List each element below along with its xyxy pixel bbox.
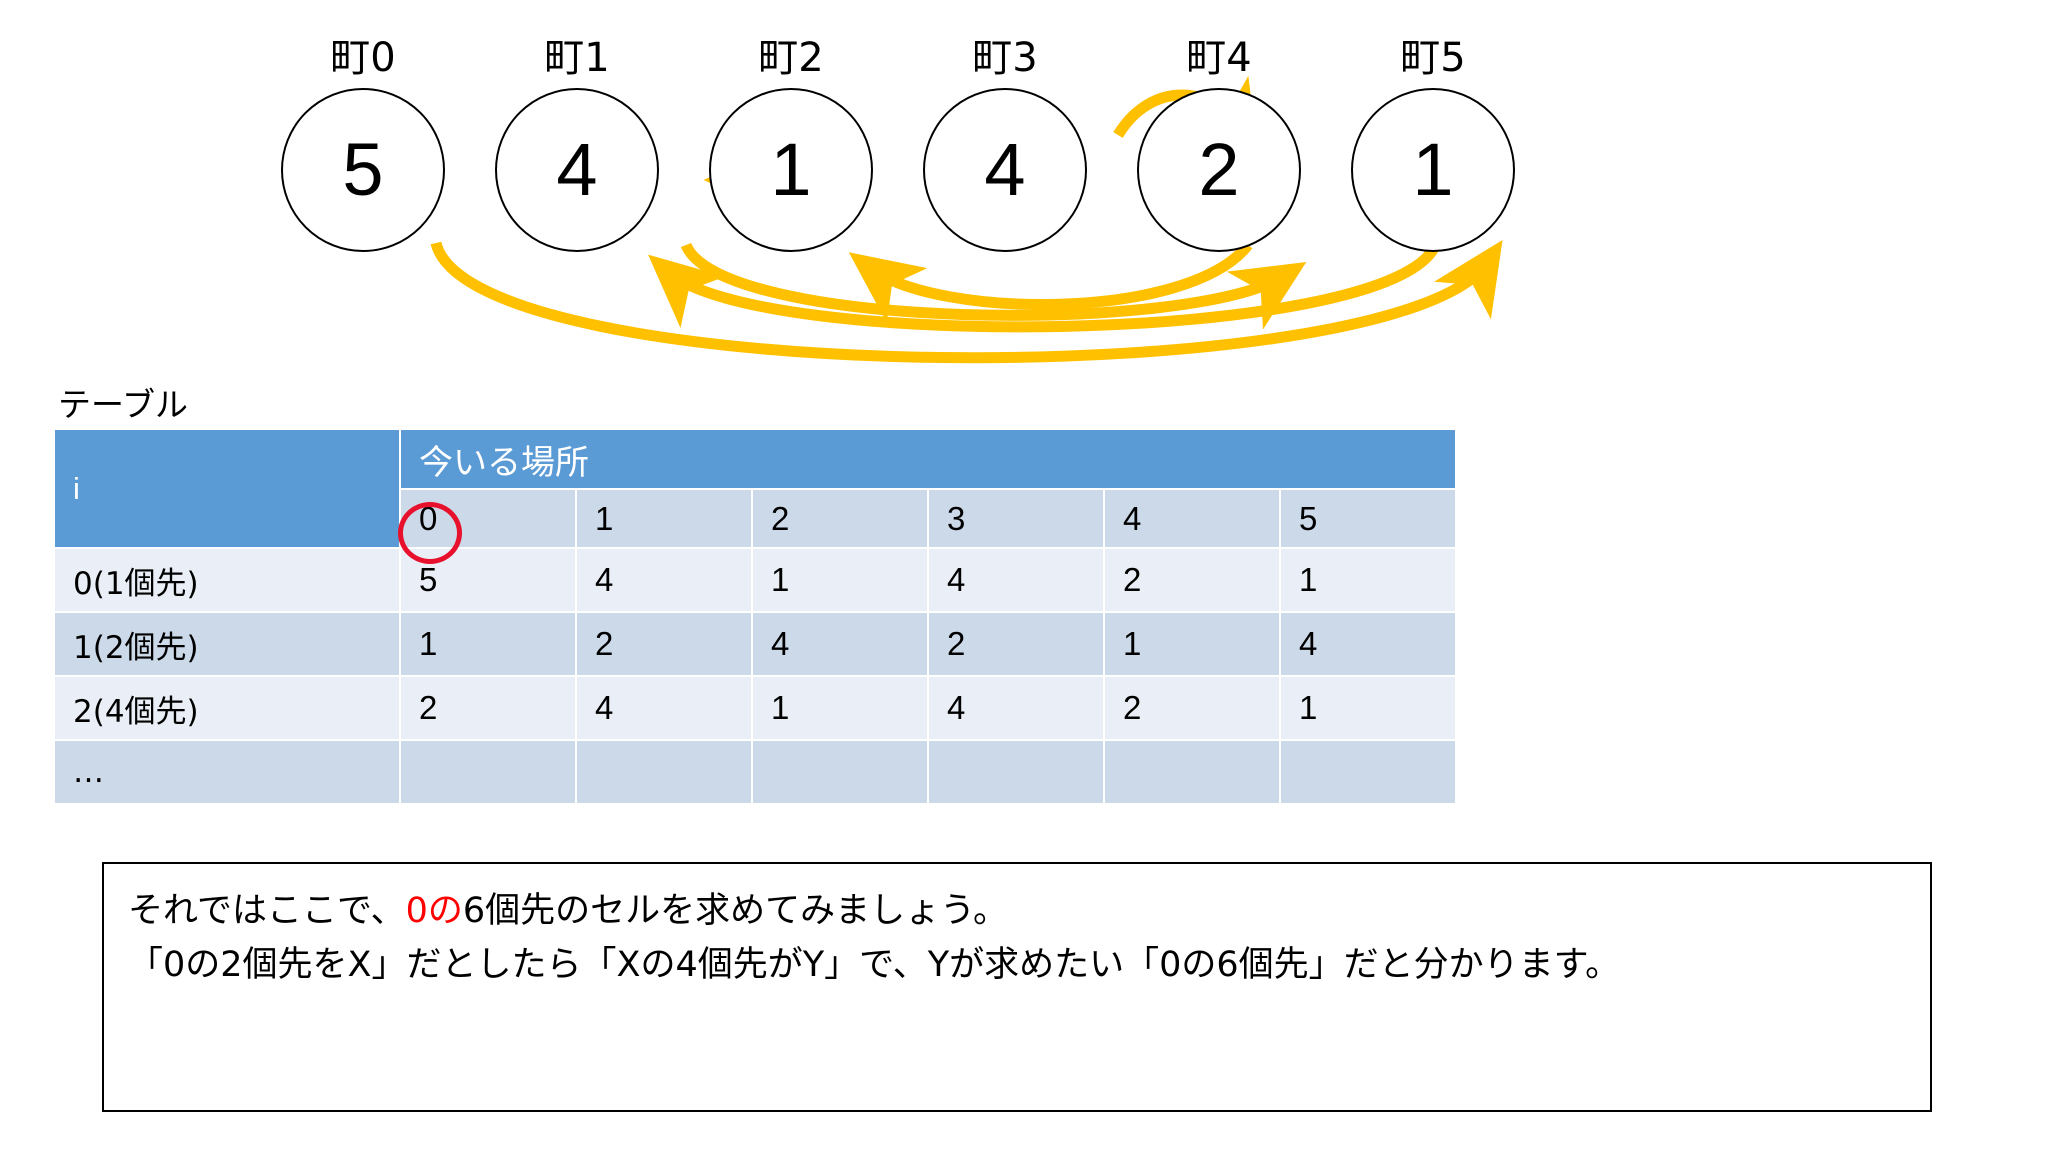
town-node-5-label: 町5 xyxy=(1400,35,1466,81)
note-line-1-post: 6個先のセルを求めてみましょう。 xyxy=(462,891,1009,931)
arrow-0-to-5 xyxy=(430,240,1503,364)
table-cell: 4 xyxy=(928,548,1105,613)
town-node-1-label: 町1 xyxy=(544,35,610,81)
table-cell: 2 xyxy=(1104,548,1281,613)
town-node-1-value: 4 xyxy=(495,88,659,252)
table-row-label: 1(2個先) xyxy=(55,612,401,677)
table-row: … xyxy=(55,740,1455,805)
note-line-1-highlight: 0の xyxy=(405,891,463,931)
table-row-label: … xyxy=(55,740,401,805)
note-line-1-pre: それではここで、 xyxy=(128,891,406,931)
town-node-2-value: 1 xyxy=(709,88,873,252)
town-node-0[interactable]: 町0 5 xyxy=(258,38,468,252)
table-col-header-2[interactable]: 2 xyxy=(752,489,929,549)
table-cell: 2 xyxy=(576,612,753,677)
table-group-header: 今いる場所 xyxy=(400,430,1455,490)
table-cell xyxy=(752,740,929,805)
note-line-2: 「0の2個先をX」だとしたら「Xの4個先がY」で、Yが求めたい「0の6個先」だと… xyxy=(128,945,1621,986)
table-cell xyxy=(928,740,1105,805)
town-node-3-label: 町3 xyxy=(972,35,1038,81)
jump-table: i 今いる場所 0 1 2 3 4 5 0(1個先) 5 4 1 4 2 1 1… xyxy=(55,430,1455,805)
table-cell: 1 xyxy=(1280,676,1455,741)
table-column-header-row: 0 1 2 3 4 5 xyxy=(55,489,1455,549)
town-jump-diagram: 町0 5 町1 4 町2 1 町3 4 町4 2 町5 1 xyxy=(0,0,2048,400)
town-node-4-value: 2 xyxy=(1137,88,1301,252)
town-node-2[interactable]: 町2 1 xyxy=(686,38,896,252)
table-corner-label: i xyxy=(55,430,401,549)
table-cell xyxy=(1104,740,1281,805)
table-cell: 1 xyxy=(752,676,929,741)
town-node-4-label: 町4 xyxy=(1186,35,1252,81)
town-node-5[interactable]: 町5 1 xyxy=(1328,38,1538,252)
table-cell: 5 xyxy=(400,548,577,613)
arrow-1-to-4 xyxy=(680,242,1307,330)
table-col-header-0[interactable]: 0 xyxy=(400,489,577,549)
table-row-label: 0(1個先) xyxy=(55,548,401,613)
arrow-5-to-1 xyxy=(648,244,1439,333)
town-node-0-label: 町0 xyxy=(330,35,396,81)
table-cell: 2 xyxy=(1104,676,1281,741)
table-row: 0(1個先) 5 4 1 4 2 1 xyxy=(55,548,1455,613)
town-node-1[interactable]: 町1 4 xyxy=(472,38,682,252)
table-cell: 2 xyxy=(400,676,577,741)
table-cell: 4 xyxy=(928,676,1105,741)
table-cell: 1 xyxy=(1280,548,1455,613)
explanation-note-box: それではここで、0の6個先のセルを求めてみましょう。 「0の2個先をX」だとした… xyxy=(102,862,1932,1112)
town-node-2-label: 町2 xyxy=(758,35,824,81)
table-cell xyxy=(400,740,577,805)
table-col-header-4[interactable]: 4 xyxy=(1104,489,1281,549)
table-row-label: 2(4個先) xyxy=(55,676,401,741)
table-cell: 4 xyxy=(752,612,929,677)
town-node-5-value: 1 xyxy=(1351,88,1515,252)
table-col-header-3[interactable]: 3 xyxy=(928,489,1105,549)
table-cell: 1 xyxy=(1104,612,1281,677)
table-col-header-1[interactable]: 1 xyxy=(576,489,753,549)
table-cell: 1 xyxy=(752,548,929,613)
table-cell xyxy=(1280,740,1455,805)
table-row: 2(4個先) 2 4 1 4 2 1 xyxy=(55,676,1455,741)
table-col-header-5[interactable]: 5 xyxy=(1280,489,1455,549)
town-node-3[interactable]: 町3 4 xyxy=(900,38,1110,252)
arrow-layer xyxy=(430,75,1503,364)
table-cell: 4 xyxy=(576,548,753,613)
town-node-4[interactable]: 町4 2 xyxy=(1114,38,1324,252)
table-group-header-row: i 今いる場所 xyxy=(55,430,1455,549)
table-cell: 1 xyxy=(400,612,577,677)
town-node-3-value: 4 xyxy=(923,88,1087,252)
note-line-1: それではここで、0の6個先のセルを求めてみましょう。 xyxy=(128,884,1906,938)
table-row: 1(2個先) 1 2 4 2 1 4 xyxy=(55,612,1455,677)
table-caption: テーブル xyxy=(58,385,189,424)
town-node-0-value: 5 xyxy=(281,88,445,252)
table-cell xyxy=(576,740,753,805)
table-cell: 4 xyxy=(576,676,753,741)
table-cell: 4 xyxy=(1280,612,1455,677)
arrow-4-to-2 xyxy=(848,241,1253,323)
table-cell: 2 xyxy=(928,612,1105,677)
